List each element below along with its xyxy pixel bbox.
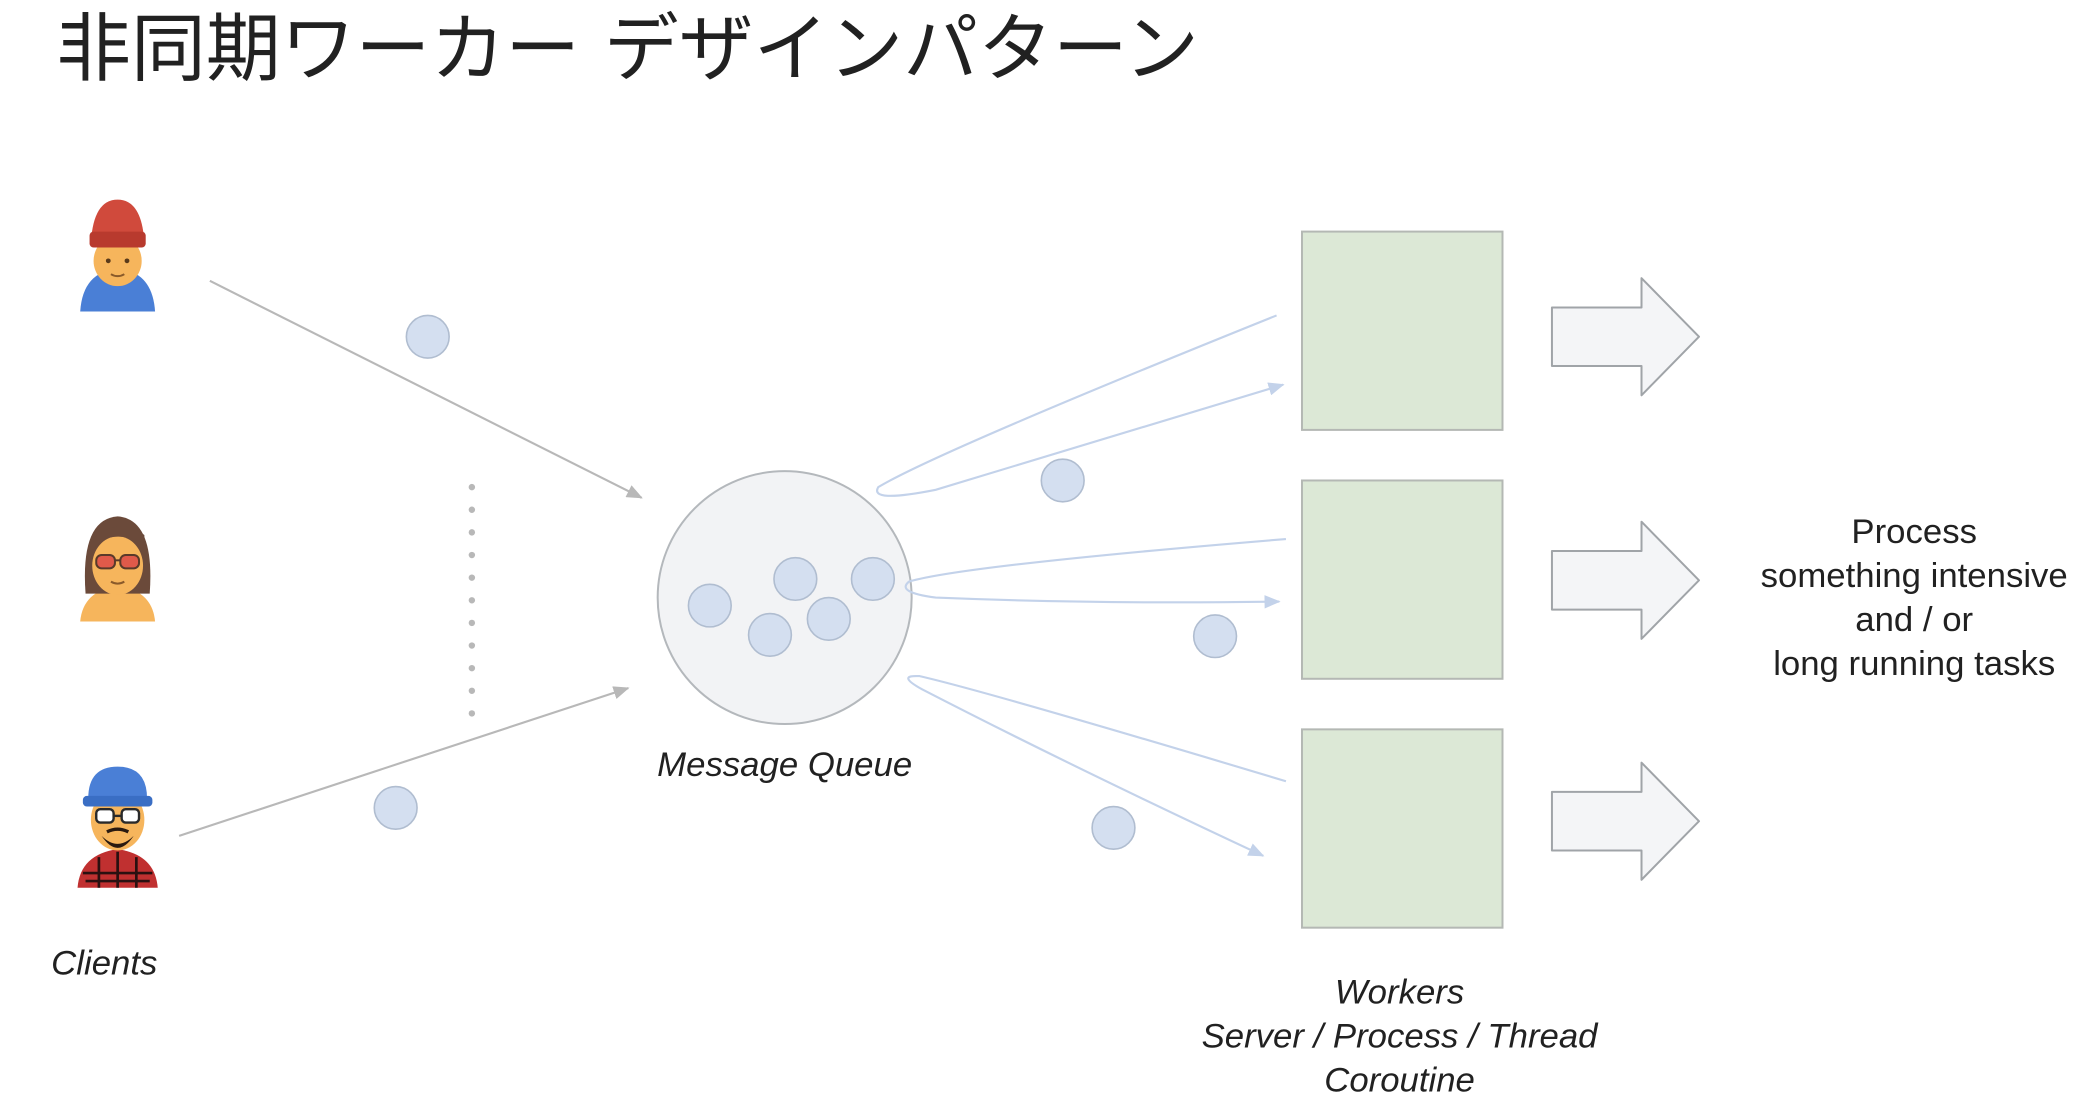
message-in-transit <box>373 785 418 830</box>
process-description-line: something intensive <box>1761 557 2068 595</box>
process-description-line: and / or <box>1855 601 1973 639</box>
workers-label-line: Server / Process / Thread <box>1202 1018 1600 1056</box>
process-description-line: Process <box>1851 513 1977 551</box>
output-arrow-2 <box>1550 520 1700 640</box>
worker-connections <box>876 314 1287 857</box>
worker-box-1 <box>1300 230 1504 431</box>
more-clients-dots <box>468 483 476 717</box>
client-to-queue-arrow-top <box>209 279 643 499</box>
message-queue <box>656 470 913 726</box>
worker-1-connection <box>876 314 1285 497</box>
workers-label-line: Workers <box>1335 974 1464 1012</box>
queued-message <box>773 556 818 602</box>
worker-box-3 <box>1300 728 1504 929</box>
red-beanie-avatar <box>80 199 156 312</box>
process-description-line: long running tasks <box>1773 645 2055 683</box>
queued-message <box>806 596 851 641</box>
queued-message <box>747 612 793 657</box>
client-to-queue-arrow-bottom <box>178 686 630 837</box>
dispatched-message <box>1192 614 1238 659</box>
workers-label: Workers Server / Process / Thread Corout… <box>1202 974 1600 1100</box>
dispatched-message <box>1040 458 1085 503</box>
queued-message <box>687 583 732 628</box>
process-description: Process something intensive and / or lon… <box>1761 513 2068 683</box>
worker-3-connection <box>907 674 1287 857</box>
message-in-transit <box>405 314 450 359</box>
queue-label: Message Queue <box>657 746 912 784</box>
output-arrow-3 <box>1550 761 1700 881</box>
sunglasses-avatar <box>80 516 156 622</box>
dispatched-message <box>1091 805 1136 850</box>
blue-cap-avatar <box>77 766 158 888</box>
clients-label: Clients <box>51 944 157 982</box>
queued-message <box>850 556 896 602</box>
page-title: 非同期ワーカー デザインパターン <box>56 6 1199 93</box>
worker-box-2 <box>1300 479 1504 680</box>
workers-label-line: Coroutine <box>1324 1061 1475 1099</box>
worker-2-connection <box>904 537 1287 609</box>
output-arrow-1 <box>1550 277 1700 397</box>
